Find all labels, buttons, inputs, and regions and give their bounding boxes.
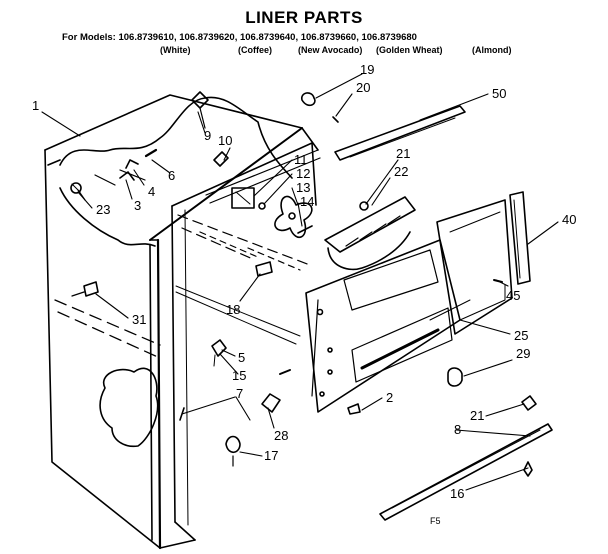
liner-cabinet [44, 94, 321, 550]
color-coffee: (Coffee) [238, 45, 272, 55]
callout-3: 3 [134, 198, 141, 213]
diagram-title: LINER PARTS [245, 8, 363, 27]
part-2 [347, 403, 361, 415]
callout-12: 12 [296, 166, 310, 181]
part-3-4-6-grommets [119, 148, 158, 181]
callout-2: 2 [386, 390, 393, 405]
callout-10: 10 [218, 133, 232, 148]
part-21-lower [521, 395, 537, 411]
callout-19: 19 [360, 62, 374, 77]
part-15 [211, 339, 227, 367]
part-17 [225, 435, 241, 467]
callout-13: 13 [296, 180, 310, 195]
callout-11: 11 [294, 152, 308, 167]
footer-code: F5 [430, 516, 441, 526]
color-white: (White) [160, 45, 191, 55]
callout-23: 23 [96, 202, 110, 217]
vent-housing-part-22 [324, 196, 416, 271]
fan-motor-part-11 [231, 187, 255, 209]
callout-25: 25 [514, 328, 528, 343]
screw-part-16 [523, 461, 533, 477]
callout-50: 50 [492, 86, 506, 101]
callout-9: 9 [204, 128, 211, 143]
back-panel-part-25 [429, 199, 513, 335]
grommet-part-12 [258, 202, 266, 210]
screw-part-20 [332, 116, 339, 123]
bottom-trim-part-8 [379, 423, 553, 521]
clip-part-14 [297, 225, 313, 234]
part-31 [71, 281, 99, 297]
models-line: For Models: 106.8739610, 106.8739620, 10… [62, 32, 417, 43]
fan-blade-part-13 [274, 195, 313, 239]
callout-8: 8 [454, 422, 461, 437]
callout-40: 40 [562, 212, 576, 227]
callout-21: 21 [396, 146, 410, 161]
leader-lines [41, 73, 559, 491]
part-19 [301, 92, 316, 107]
trim-strip-part-40 [509, 191, 531, 285]
callout-5: 5 [238, 350, 245, 365]
callout-20: 20 [356, 80, 370, 95]
top-rail-part-50 [334, 105, 466, 161]
callout-21-lower: 21 [470, 408, 484, 423]
callout-18: 18 [226, 302, 240, 317]
callout-16: 16 [450, 486, 464, 501]
callout-45: 45 [506, 288, 520, 303]
part-29 [447, 367, 463, 387]
callout-22: 22 [394, 164, 408, 179]
callout-15: 15 [232, 368, 246, 383]
callout-labels: 1 2 3 4 5 6 7 8 9 10 11 12 13 14 15 16 1… [32, 62, 576, 526]
part-18 [255, 261, 273, 277]
screw-part-10 [213, 151, 229, 167]
light-socket-part-9 [191, 91, 209, 129]
callout-14: 14 [300, 194, 314, 209]
color-golden-wheat: (Golden Wheat) [376, 45, 443, 55]
part-23 [70, 182, 82, 194]
color-new-avocado: (New Avocado) [298, 45, 363, 55]
callout-4: 4 [148, 184, 155, 199]
color-almond: (Almond) [472, 45, 512, 55]
part-5 [279, 369, 291, 375]
callout-1: 1 [32, 98, 39, 113]
part-28 [261, 393, 281, 413]
callout-28: 28 [274, 428, 288, 443]
callout-17: 17 [264, 448, 278, 463]
divider-panel [305, 239, 461, 413]
callout-29: 29 [516, 346, 530, 361]
callout-7: 7 [236, 386, 243, 401]
callout-6: 6 [168, 168, 175, 183]
callout-31: 31 [132, 312, 146, 327]
